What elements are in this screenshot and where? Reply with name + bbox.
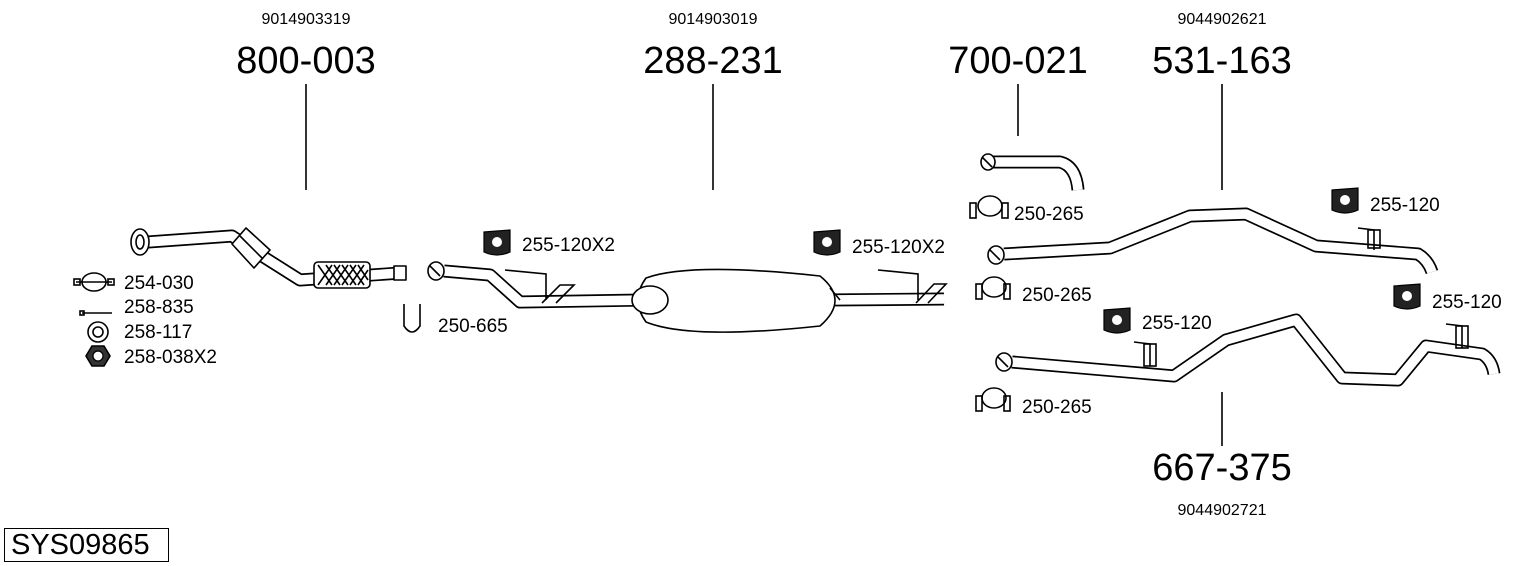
accessory-258-835[interactable]: 258-835 xyxy=(124,297,194,318)
accessory-250-265-531[interactable]: 250-265 xyxy=(1022,285,1092,306)
accessory-250-265-tail[interactable]: 250-265 xyxy=(1014,204,1084,225)
clamp-icon xyxy=(975,387,1011,412)
system-code: SYS09865 xyxy=(11,529,150,561)
nut-icon xyxy=(85,345,111,367)
accessory-255-120x2-b[interactable]: 255-120X2 xyxy=(852,237,945,258)
rubber-hanger-icon xyxy=(1103,307,1131,334)
part-number-288-231[interactable]: 288-231 xyxy=(643,40,782,82)
oe-ref-531-163: 9044902621 xyxy=(1178,11,1267,28)
rear-pipe-667-375[interactable] xyxy=(995,313,1501,387)
rubber-hanger-icon xyxy=(1393,283,1421,310)
accessory-254-030[interactable]: 254-030 xyxy=(124,273,194,294)
system-code-box: SYS09865 xyxy=(4,528,169,562)
oe-ref-800-003: 9014903319 xyxy=(262,11,351,28)
clamp-icon xyxy=(975,276,1011,300)
part-number-667-375[interactable]: 667-375 xyxy=(1152,447,1291,489)
clamp-icon xyxy=(969,195,1009,219)
part-number-700-021[interactable]: 700-021 xyxy=(948,40,1087,82)
accessory-250-665[interactable]: 250-665 xyxy=(438,316,508,337)
accessory-255-120-667-rear[interactable]: 255-120 xyxy=(1432,292,1502,313)
clamp-icon xyxy=(73,272,115,292)
rubber-hanger-icon xyxy=(483,229,511,256)
part-number-531-163[interactable]: 531-163 xyxy=(1152,40,1291,82)
accessory-255-120-667-front[interactable]: 255-120 xyxy=(1142,313,1212,334)
tail-pipe-700-021[interactable] xyxy=(980,153,1085,191)
accessory-258-038x2[interactable]: 258-038X2 xyxy=(124,347,217,368)
part-number-800-003[interactable]: 800-003 xyxy=(236,40,375,82)
front-pipe-800-003[interactable] xyxy=(130,227,407,289)
rubber-hanger-icon xyxy=(813,229,841,256)
gasket-icon xyxy=(87,321,109,343)
middle-silencer-288-231[interactable] xyxy=(427,261,948,333)
oe-ref-288-231: 9014903019 xyxy=(669,11,758,28)
accessory-258-117[interactable]: 258-117 xyxy=(124,322,192,343)
bolt-icon xyxy=(79,310,112,316)
rear-pipe-531-163[interactable] xyxy=(987,207,1439,275)
accessory-255-120-531[interactable]: 255-120 xyxy=(1370,195,1440,216)
accessory-250-265-667[interactable]: 250-265 xyxy=(1022,397,1092,418)
accessory-255-120x2-a[interactable]: 255-120X2 xyxy=(522,235,615,256)
u-bolt-icon xyxy=(403,304,421,333)
rubber-hanger-icon xyxy=(1331,187,1359,214)
oe-ref-667-375: 9044902721 xyxy=(1178,502,1267,519)
